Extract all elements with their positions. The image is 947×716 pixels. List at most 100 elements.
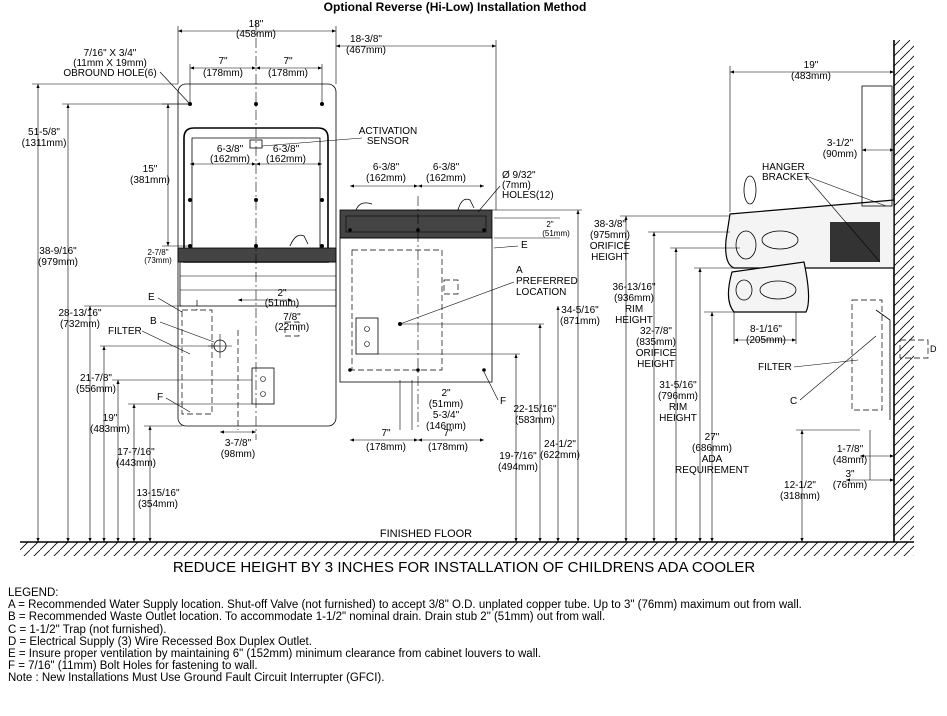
- duplex-outlet: [355, 317, 379, 355]
- mid-dim-2b: 2": [441, 388, 451, 399]
- callout-f-middle: F: [500, 396, 506, 407]
- dim-12-12: 12-1/2": [784, 480, 816, 491]
- legend-item-e: E = Insure proper ventilation by maintai…: [8, 648, 541, 661]
- dim-34-516: 34-5/16": [561, 305, 599, 316]
- dim-51-58: 51-5/8": [28, 127, 60, 138]
- dim-2-mm: (51mm): [265, 298, 299, 309]
- dim-13-1516-mm: (354mm): [138, 499, 178, 510]
- electrical-outlet: [251, 367, 275, 405]
- dim-7-left: 7": [218, 56, 228, 67]
- dim-38-916: 38-9/16": [39, 246, 77, 257]
- callout-a: A: [516, 265, 523, 276]
- dim-2: 2": [277, 288, 287, 299]
- activation-sensor: [249, 139, 263, 149]
- dim-534-mm: (146mm): [426, 421, 466, 432]
- dim-8-116: 8-1/16": [750, 324, 782, 335]
- dim-534: 5-3/4": [433, 410, 460, 421]
- mid-dim-7-right: 7": [443, 428, 453, 439]
- ada-label-1: ADA: [702, 454, 723, 465]
- mid-dim-7-left-mm: (178mm): [366, 442, 406, 453]
- rim-label-2: RIM: [669, 402, 687, 413]
- obround-label-1: 7/16" X 3/4": [84, 48, 137, 59]
- reduce-height-note: REDUCE HEIGHT BY 3 INCHES FOR INSTALLATI…: [173, 559, 756, 576]
- callout-e-middle: E: [521, 240, 528, 251]
- dim-17-716-mm: (443mm): [116, 458, 156, 469]
- side-view: D 19" (483mm) 3-1/2" (90mm) HANGER BRACK…: [590, 40, 937, 542]
- height-label-3: HEIGHT: [637, 359, 675, 370]
- dim-36-1316: 36-13/16": [612, 282, 655, 293]
- dim-12-12-mm: (318mm): [780, 491, 820, 502]
- dim-38-38-mm: (975mm): [590, 230, 630, 241]
- holes-label-1: Ø 9/32": [502, 170, 536, 181]
- bolt-holes: [188, 102, 324, 248]
- mid-dim-638-right: 6-3/8": [433, 162, 460, 173]
- dim-312-mm: (90mm): [823, 149, 857, 160]
- callout-b-front: B: [150, 316, 157, 327]
- height-label-4: HEIGHT: [659, 413, 697, 424]
- dim-27: 27": [705, 432, 720, 443]
- preferred-label-1: PREFERRED: [516, 276, 578, 287]
- dim-22-1516: 22-15/16": [513, 404, 556, 415]
- dim-32-78-mm: (835mm): [636, 337, 676, 348]
- dim-19-mm: (483mm): [90, 424, 130, 435]
- bowl-lip: [177, 247, 337, 263]
- dim-17-716: 17-7/16": [117, 447, 155, 458]
- callout-d-side: D: [930, 344, 937, 354]
- callout-c-side: C: [790, 396, 797, 407]
- orifice-label-1: ORIFICE: [590, 241, 631, 252]
- page-title: Optional Reverse (Hi-Low) Installation M…: [324, 0, 587, 14]
- mid-dim-2-mm: (51mm): [542, 229, 570, 238]
- dim-638-right-mm: (162mm): [266, 154, 306, 165]
- cooler-cabinet: [339, 237, 493, 383]
- dim-24-12-mm: (622mm): [540, 450, 580, 461]
- dim-22-1516-mm: (583mm): [515, 415, 555, 426]
- rim-label-1: RIM: [625, 304, 643, 315]
- dim-36-1316-mm: (936mm): [614, 293, 654, 304]
- dim-638-left: 6-3/8": [217, 144, 244, 155]
- dim-32-78: 32-7/8": [640, 326, 672, 337]
- lower-cooler: [727, 261, 810, 313]
- height-label-2: HEIGHT: [615, 315, 653, 326]
- obround-label-2: (11mm X 19mm): [73, 58, 147, 69]
- hanger-label-2: BRACKET: [762, 172, 809, 183]
- dim-24-12: 24-1/2": [544, 439, 576, 450]
- obround-label-3: OBROUND HOLE(6): [63, 68, 156, 79]
- dim-638-left-mm: (162mm): [210, 154, 250, 165]
- cooler-top: [339, 209, 493, 239]
- dim-21-78: 21-7/8": [80, 373, 112, 384]
- dim-78: 7/8": [283, 312, 301, 323]
- side-filter: [851, 299, 883, 411]
- dim-width-18-mm: (458mm): [236, 29, 276, 40]
- mid-dim-638-left: 6-3/8": [373, 162, 400, 173]
- dim-38-38: 38-3/8": [594, 219, 626, 230]
- dim-3-mm: (76mm): [833, 480, 867, 491]
- holes-label-3: HOLES(12): [502, 190, 554, 201]
- dim-21-78-mm: (556mm): [76, 384, 116, 395]
- legend-title: LEGEND:: [8, 587, 59, 599]
- callout-filter-side: FILTER: [758, 362, 792, 373]
- dim-78-mm: (22mm): [275, 322, 309, 333]
- dim-7-right-mm: (178mm): [268, 68, 308, 79]
- dim-378-mm: (98mm): [221, 449, 255, 460]
- dim-7-left-mm: (178mm): [203, 68, 243, 79]
- ada-label-2: REQUIREMENT: [675, 465, 749, 476]
- dim-1-78-mm: (48mm): [833, 455, 867, 466]
- side-dim-19: 19": [804, 60, 819, 71]
- dim-1-78: 1-7/8": [837, 444, 864, 455]
- mid-dim-638-left-mm: (162mm): [366, 173, 406, 184]
- dim-8-116-mm: (205mm): [746, 335, 786, 346]
- front-view: 18" (458mm) 7" (178mm) 7" (178mm) 7/16" …: [22, 19, 337, 542]
- dim-638-right: 6-3/8": [273, 144, 300, 155]
- dim-28-1316-mm: (732mm): [60, 319, 100, 330]
- middle-holes: [348, 228, 486, 372]
- dim-312: 3-1/2": [827, 138, 854, 149]
- dim-278-mm: (73mm): [144, 256, 172, 265]
- orifice-label-2: ORIFICE: [636, 348, 677, 359]
- legend: LEGEND: A = Recommended Water Supply loc…: [8, 587, 938, 685]
- dim-width-18: 18": [249, 19, 264, 30]
- holes-label-2: (7mm): [502, 180, 531, 191]
- dim-31-516-mm: (796mm): [658, 391, 698, 402]
- dim-7-right: 7": [283, 56, 293, 67]
- legend-note: Note : New Installations Must Use Ground…: [8, 672, 385, 685]
